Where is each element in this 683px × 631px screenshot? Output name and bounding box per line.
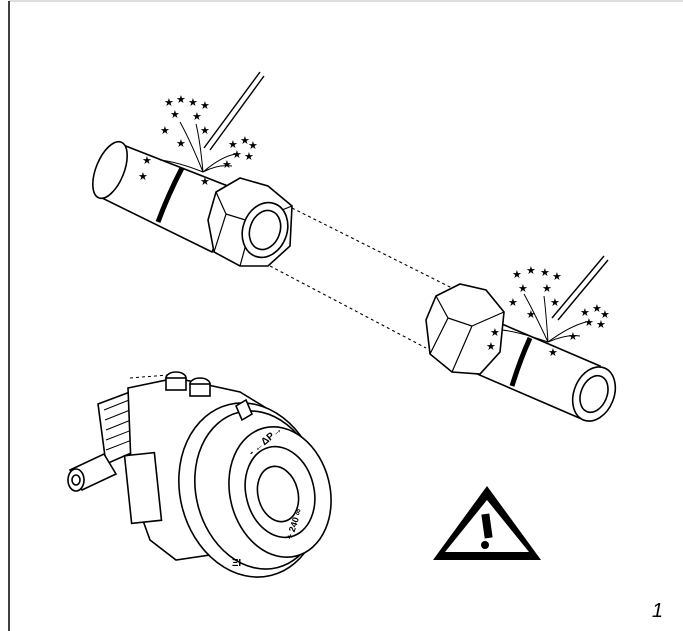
valve-brand-mark: ΞI [232, 558, 241, 569]
left-welding-rod [203, 71, 265, 151]
svg-text:★: ★ [542, 283, 552, 295]
valve-top-screw-2-body [189, 383, 211, 397]
right-pipe-assembly [425, 283, 617, 422]
alignment-lines [269, 207, 461, 349]
left-nut-bore-inner [248, 209, 282, 251]
right-hex-nut-faces [429, 295, 505, 373]
svg-text:★: ★ [188, 97, 198, 109]
valve-side-block [123, 451, 163, 525]
right-welding-rod [551, 255, 609, 321]
left-weld-ring [155, 166, 185, 223]
svg-text:★: ★ [160, 125, 170, 137]
svg-text:★: ★ [192, 111, 202, 123]
svg-text:★: ★ [486, 341, 496, 353]
valve-top-screw-1-body [165, 377, 187, 391]
svg-text:★: ★ [580, 307, 590, 319]
svg-text:★: ★ [540, 267, 550, 279]
svg-text:★: ★ [164, 97, 174, 109]
svg-text:★: ★ [248, 140, 258, 152]
valve-guide-dashed [129, 373, 181, 379]
svg-text:★: ★ [548, 347, 558, 359]
svg-text:★: ★ [240, 135, 250, 147]
svg-text:★: ★ [222, 159, 232, 171]
svg-text:★: ★ [584, 317, 594, 329]
left-pipe-assembly [92, 140, 293, 267]
svg-text:★: ★ [526, 265, 536, 277]
right-spark-trails [501, 293, 587, 343]
left-welding-sparks: ★★★★ ★★ ★★★ ★★★ ★★★ ★★★ [138, 94, 258, 188]
right-pipe-bore [579, 374, 609, 414]
svg-text:★: ★ [142, 155, 152, 167]
svg-text:★: ★ [170, 109, 180, 121]
valve-assembly [67, 371, 332, 578]
svg-text:★: ★ [176, 94, 186, 106]
page-number: 1 [651, 600, 663, 622]
right-weld-ring [509, 336, 533, 387]
svg-text:★: ★ [200, 176, 210, 188]
svg-text:★: ★ [244, 151, 254, 163]
svg-text:★: ★ [568, 331, 578, 343]
svg-text:★: ★ [592, 303, 602, 315]
right-hex-nut [425, 283, 505, 375]
svg-text:★: ★ [518, 283, 528, 295]
valve-clip [234, 398, 254, 422]
svg-text:★: ★ [550, 297, 560, 309]
svg-text:★: ★ [176, 138, 186, 150]
svg-text:★: ★ [508, 297, 518, 309]
left-pipe-end [92, 140, 128, 200]
svg-text:★: ★ [490, 327, 500, 339]
svg-text:★: ★ [232, 149, 242, 161]
svg-text:★: ★ [526, 309, 536, 321]
svg-text:★: ★ [512, 269, 522, 281]
svg-text:★: ★ [600, 309, 610, 321]
warning-triangle-icon [433, 486, 541, 560]
svg-text:★: ★ [596, 319, 606, 331]
svg-text:★: ★ [228, 139, 238, 151]
valve-test-fitting-bore [71, 474, 81, 486]
svg-text:★: ★ [138, 171, 148, 183]
svg-text:★: ★ [200, 100, 210, 112]
left-spark-trails [159, 121, 237, 173]
right-welding-sparks: ★★★★ ★★ ★★★ ★★★ ★★★ ★★★ [486, 265, 610, 359]
valve-dial-center [256, 465, 300, 523]
svg-text:★: ★ [552, 271, 562, 283]
svg-text:★: ★ [200, 125, 210, 137]
